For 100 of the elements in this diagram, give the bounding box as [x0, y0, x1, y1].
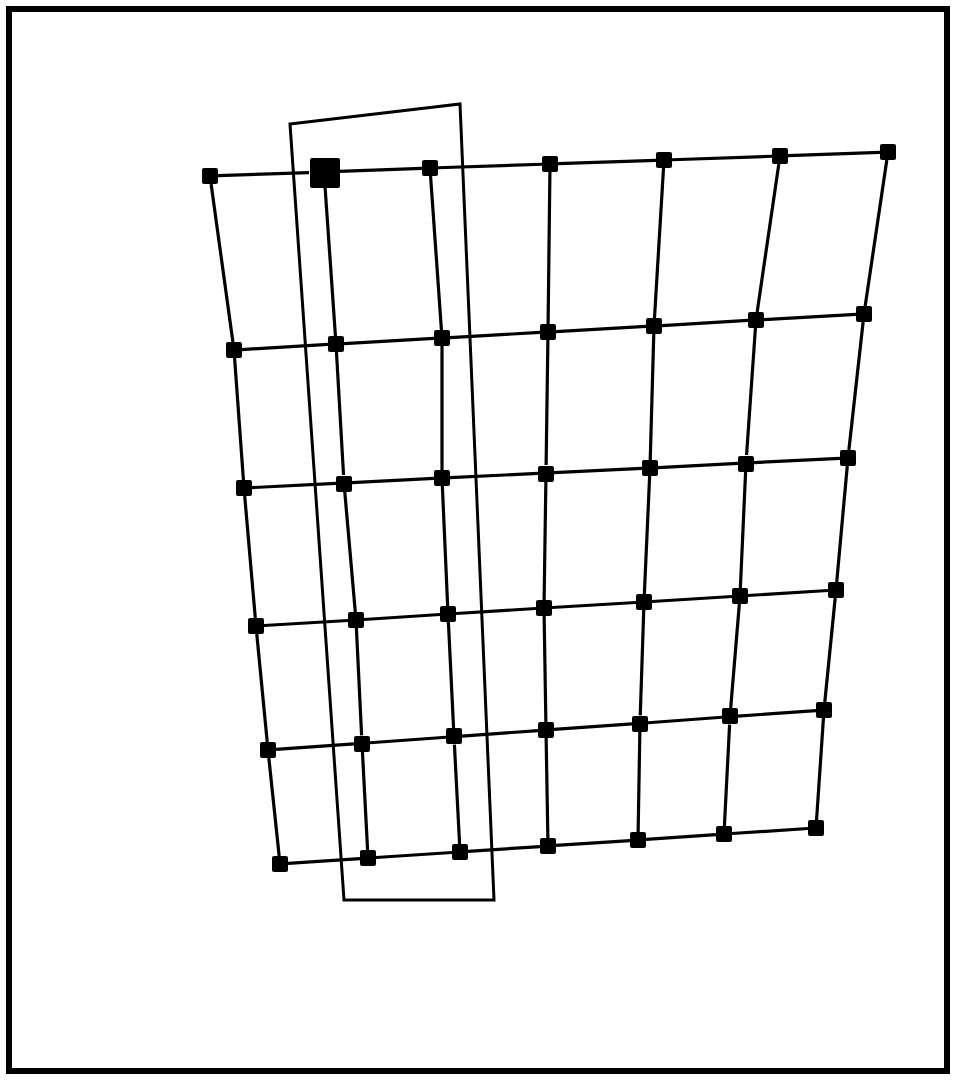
grid-line: [553, 466, 643, 475]
grid-point: [816, 702, 832, 718]
grid-point: [422, 160, 438, 176]
grid-line: [835, 465, 849, 583]
grid-line: [287, 856, 361, 866]
grid-line: [731, 826, 809, 836]
grid-line: [243, 495, 257, 619]
grid-point: [748, 312, 764, 328]
grid-line: [645, 832, 717, 842]
grid-line: [544, 339, 550, 466]
grid-line: [744, 327, 758, 456]
grid-line: [737, 708, 817, 718]
grid-point: [226, 342, 242, 358]
grid-line: [722, 724, 732, 827]
grid-point: [738, 455, 754, 471]
grid-point: [236, 480, 252, 496]
grid-point: [272, 856, 288, 872]
grid-point: [309, 157, 339, 187]
grid-point: [856, 306, 872, 322]
grid-point: [642, 460, 658, 476]
grid-line: [217, 170, 310, 178]
grid-point: [328, 336, 344, 352]
grid-line: [847, 321, 865, 451]
grid-line: [255, 633, 269, 743]
grid-point: [538, 722, 554, 738]
grid-line: [652, 167, 666, 319]
grid-line: [440, 485, 450, 607]
grid-line: [555, 324, 647, 334]
grid-point: [828, 582, 844, 598]
grid-point: [446, 728, 462, 745]
grid-line: [343, 490, 357, 613]
grid-line: [636, 731, 642, 833]
grid-line: [455, 606, 537, 616]
grid-point: [348, 612, 364, 628]
grid-point: [630, 832, 646, 848]
grid-line: [657, 461, 739, 470]
grid-point: [540, 324, 556, 340]
grid-point: [656, 152, 672, 168]
grid-line: [363, 612, 441, 622]
grid-line: [209, 183, 235, 343]
grid-line: [648, 333, 656, 461]
grid-line: [642, 475, 652, 595]
grid-line: [763, 312, 857, 322]
grid-line: [452, 744, 462, 845]
grid-line: [638, 609, 646, 716]
grid-point: [840, 450, 856, 466]
grid-line: [251, 481, 337, 490]
grid-point: [540, 838, 556, 854]
grid-line: [787, 150, 881, 158]
grid-line: [671, 154, 773, 162]
grid-line: [375, 850, 453, 860]
grid-point: [440, 606, 456, 622]
grid-line: [753, 456, 841, 465]
grid-line: [557, 158, 657, 166]
grid-line: [369, 735, 447, 745]
grid-point: [336, 475, 352, 491]
grid-line: [544, 737, 550, 839]
grid-line: [542, 615, 548, 723]
grid-line: [440, 346, 444, 470]
grid-line: [351, 476, 435, 485]
grid-point: [434, 470, 450, 486]
grid-point: [632, 715, 648, 732]
grid-point: [732, 588, 748, 604]
grid-line: [661, 318, 749, 328]
grid-line: [233, 357, 245, 481]
grid-line: [334, 351, 346, 476]
grid-line: [755, 163, 781, 313]
grid-line: [551, 600, 637, 610]
grid-line: [814, 717, 826, 821]
grid-line: [863, 159, 889, 307]
grid-point: [536, 600, 552, 616]
grid-point: [636, 594, 652, 610]
grid-point: [646, 318, 662, 334]
grid-line: [449, 330, 541, 340]
grid-line: [275, 742, 355, 752]
grid-line: [360, 751, 370, 851]
grid-line: [343, 336, 435, 346]
grid-line: [747, 588, 829, 598]
grid-point: [452, 844, 468, 860]
grid-line: [263, 618, 349, 628]
grid-line: [467, 844, 541, 854]
grid-line: [553, 722, 633, 732]
grid-point: [354, 735, 370, 752]
grid-line: [241, 342, 329, 352]
grid-line: [647, 715, 723, 725]
grid-line: [428, 175, 444, 331]
grid-line: [729, 603, 741, 709]
grid-line: [446, 621, 456, 729]
grid-point: [202, 168, 218, 184]
grid-point: [542, 156, 558, 172]
grid-point: [434, 330, 450, 346]
grid-point: [248, 618, 264, 634]
grid-line: [823, 597, 837, 703]
grid-line: [449, 471, 539, 480]
grid-line: [338, 166, 423, 174]
grid-line: [323, 186, 338, 337]
grid-point: [772, 148, 788, 164]
grid-point: [808, 820, 824, 836]
grid-line: [354, 627, 364, 736]
grid-line: [555, 838, 631, 848]
